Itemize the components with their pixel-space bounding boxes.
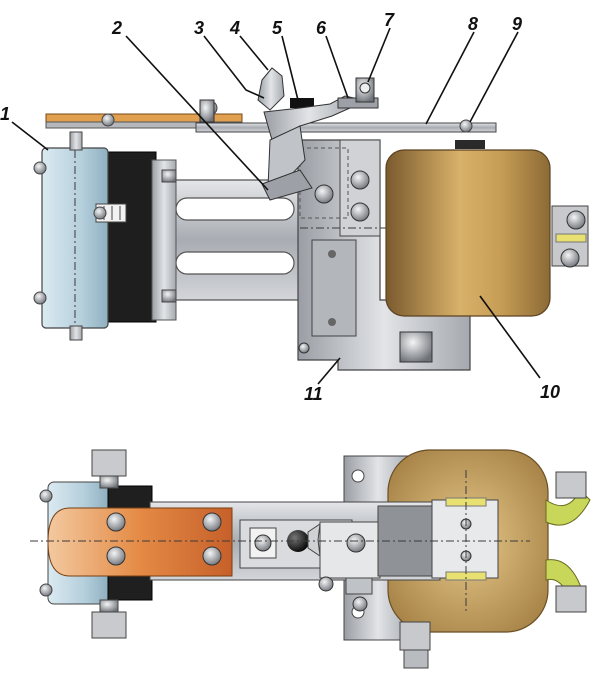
leader-9 <box>469 31 519 123</box>
armature-rivet <box>459 119 473 133</box>
mount-hole-top <box>351 469 365 483</box>
terminal-block <box>33 131 177 341</box>
armature-bar <box>195 122 497 133</box>
leader-4 <box>239 35 269 71</box>
callout-10: 10 <box>540 382 560 402</box>
leader-6 <box>325 35 349 99</box>
leader-5 <box>281 35 299 101</box>
side-view <box>33 67 589 371</box>
callout-8: 8 <box>468 14 478 34</box>
copper-bar-plan <box>47 507 233 577</box>
leader-11 <box>317 357 341 385</box>
callout-4: 4 <box>229 18 240 38</box>
callout-numbers: 1 2 3 4 5 6 7 8 9 10 11 <box>0 10 560 404</box>
coil <box>385 149 551 317</box>
leader-2 <box>125 35 269 191</box>
callout-2: 2 <box>111 18 122 38</box>
core-black-block <box>107 151 157 323</box>
leader-10 <box>479 295 541 379</box>
plan-view <box>30 449 591 669</box>
coil-terminal <box>551 205 589 268</box>
leader-3 <box>203 35 265 99</box>
contact-assembly <box>199 67 379 201</box>
yoke-bracket <box>149 179 301 301</box>
callout-7: 7 <box>384 10 395 30</box>
callout-11: 11 <box>304 384 323 404</box>
armature-pad <box>455 140 485 149</box>
callout-6: 6 <box>316 18 327 38</box>
armature-plan <box>377 497 499 581</box>
leader-lines <box>11 27 541 385</box>
coil-leads-plan <box>399 471 591 669</box>
callout-9: 9 <box>512 14 522 34</box>
leader-7 <box>367 27 391 83</box>
leader-8 <box>425 31 475 125</box>
leader-1 <box>11 121 49 151</box>
callout-5: 5 <box>272 18 283 38</box>
contact-carrier-plan <box>239 519 381 612</box>
callout-3: 3 <box>194 18 204 38</box>
callout-1: 1 <box>0 104 10 124</box>
